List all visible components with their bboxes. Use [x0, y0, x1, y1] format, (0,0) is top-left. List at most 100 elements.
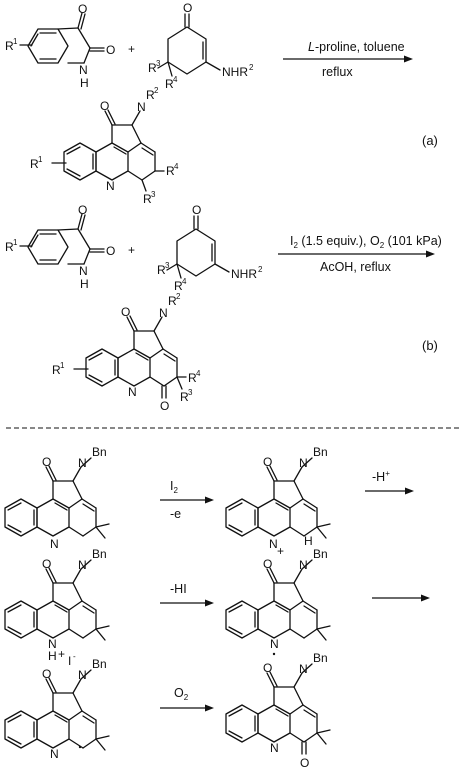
reaction-arrow-a: L-proline, toluene reflux: [283, 40, 413, 79]
isatin-n: N: [79, 63, 88, 77]
mech3-ring-n: N: [48, 637, 57, 651]
mech3-iodide-sup: -: [73, 652, 76, 661]
mech2-bn: Bn: [313, 445, 328, 459]
mech4-o: O: [263, 557, 272, 571]
mech-step1-below: -e: [170, 507, 181, 521]
product-a-r3-sup: 3: [151, 190, 156, 199]
enaminone-nhr2: NHR: [222, 65, 248, 79]
product-b-r3: R: [180, 390, 189, 404]
plus-sign-a: +: [128, 42, 135, 56]
product-b-r2-sup: 2: [176, 292, 181, 301]
condition-a-above: L-proline, toluene: [308, 40, 405, 54]
enaminone-r3: R: [148, 61, 157, 75]
enaminone-b-nhr2: NHR: [231, 267, 257, 281]
mech2-radical-cation: +: [277, 544, 284, 558]
mechanism-arrow-3: -HI: [160, 582, 214, 607]
mechanism-intermediate-2: O N Bn N + H: [225, 445, 331, 558]
mech1-bn: Bn: [92, 445, 107, 459]
mech-step1-above: I2: [170, 479, 178, 495]
product-a-r4-sup: 4: [174, 162, 179, 171]
mech4-radical-dot: [272, 652, 276, 656]
enaminone-r3-sup: 3: [156, 59, 161, 68]
product-a-r1-sup: 1: [38, 155, 43, 164]
product-a-r3: R: [143, 192, 152, 206]
enaminone-nhr2-sup: 2: [249, 63, 254, 72]
mech3-o: O: [42, 557, 51, 571]
enaminone-b-nhr2-sup: 2: [258, 265, 263, 274]
mech4-bn: Bn: [313, 547, 328, 561]
enaminone-structure-b: O R 3 R 4 NHR 2: [157, 203, 263, 293]
mech2-h: H: [304, 534, 313, 548]
product-a-r4: R: [166, 164, 175, 178]
product-b-r1: R: [52, 363, 61, 377]
mech6-bn: Bn: [313, 651, 328, 665]
mechanism-intermediate-5: O N Bn N: [4, 657, 110, 761]
mech1-o: O: [42, 455, 51, 469]
product-a-ring-n: N: [106, 179, 115, 193]
isatin-b-r1: R: [5, 240, 14, 254]
mech1-ring-n: N: [50, 537, 59, 551]
mech2-n: N: [299, 456, 308, 470]
condition-a-below: reflux: [322, 65, 353, 79]
mech6-ring-n: N: [270, 741, 279, 755]
mechanism-arrow-5: O2: [160, 686, 214, 712]
product-b-r4: R: [188, 371, 197, 385]
enaminone-b-r3: R: [157, 263, 166, 277]
scheme-a: O O N H R 1 + O R 3 R 4 NHR 2: [5, 1, 438, 206]
condition-b-above: I2 (1.5 equiv.), O2 (101 kPa): [290, 234, 442, 250]
isatin-b-h: H: [80, 277, 89, 291]
isatin-b-r1-sup: 1: [13, 238, 18, 247]
reaction-arrow-b: I2 (1.5 equiv.), O2 (101 kPa) AcOH, refl…: [278, 234, 442, 274]
product-b-ketone-o: O: [160, 399, 169, 413]
isatin-o-top: O: [78, 2, 87, 16]
enaminone-b-o: O: [192, 203, 201, 217]
mech4-n: N: [299, 558, 308, 572]
scheme-b-label: (b): [422, 338, 438, 353]
product-b-r3-sup: 3: [188, 388, 193, 397]
enaminone-b-r4: R: [174, 279, 183, 293]
enaminone-r4: R: [165, 77, 174, 91]
scheme-a-label: (a): [422, 133, 438, 148]
mech5-o: O: [42, 667, 51, 681]
isatin-b-o-top: O: [78, 203, 87, 217]
mech5-bn: Bn: [92, 657, 107, 671]
isatin-r1-sup: 1: [13, 37, 18, 46]
mechanism-intermediate-1: O N Bn N: [4, 445, 110, 551]
product-b-n: N: [159, 306, 168, 320]
mech-step5-above: O2: [174, 686, 189, 702]
mech5-ring-n: N: [50, 747, 59, 761]
product-structure-b: O N R 2 R 1 N O R 4 R 3: [52, 292, 201, 413]
mech2-ring-n: N: [269, 537, 278, 551]
product-b-ring-n: N: [128, 385, 137, 399]
enaminone-structure-a: O R 3 R 4 NHR 2: [148, 1, 254, 91]
isatin-o-amide: O: [106, 43, 115, 57]
mechanism-arrow-2: -H+: [365, 469, 414, 495]
mech3-bn: Bn: [92, 547, 107, 561]
product-b-r4-sup: 4: [196, 369, 201, 378]
condition-b-below: AcOH, reflux: [320, 260, 392, 274]
enaminone-r4-sup: 4: [173, 75, 178, 84]
mech5-radical-dot: [78, 745, 82, 749]
mech-step2-above: -H+: [372, 469, 390, 484]
product-a-r1: R: [30, 157, 39, 171]
mechanism-intermediate-4: O N Bn N: [225, 547, 331, 651]
mech3-plus: +: [58, 647, 65, 661]
mech2-o: O: [263, 455, 272, 469]
enaminone-b-r3-sup: 3: [165, 261, 170, 270]
mechanism-product: O N Bn N O: [225, 651, 331, 770]
mech3-h: H: [48, 649, 57, 663]
enaminone-b-r4-sup: 4: [182, 277, 187, 286]
product-b-r2: R: [168, 294, 177, 308]
product-a-o: O: [100, 99, 109, 113]
mech4-ring-n: N: [270, 637, 279, 651]
product-a-r2: R: [146, 88, 155, 102]
mech3-iodide: I: [68, 654, 71, 668]
product-a-n: N: [137, 100, 146, 114]
isatin-b-n: N: [79, 264, 88, 278]
product-a-r2-sup: 2: [154, 86, 159, 95]
product-b-r1-sup: 1: [60, 361, 65, 370]
isatin-structure-b: O O N H R 1: [5, 203, 115, 291]
isatin-b-o-amide: O: [106, 244, 115, 258]
mech6-o: O: [263, 661, 272, 675]
